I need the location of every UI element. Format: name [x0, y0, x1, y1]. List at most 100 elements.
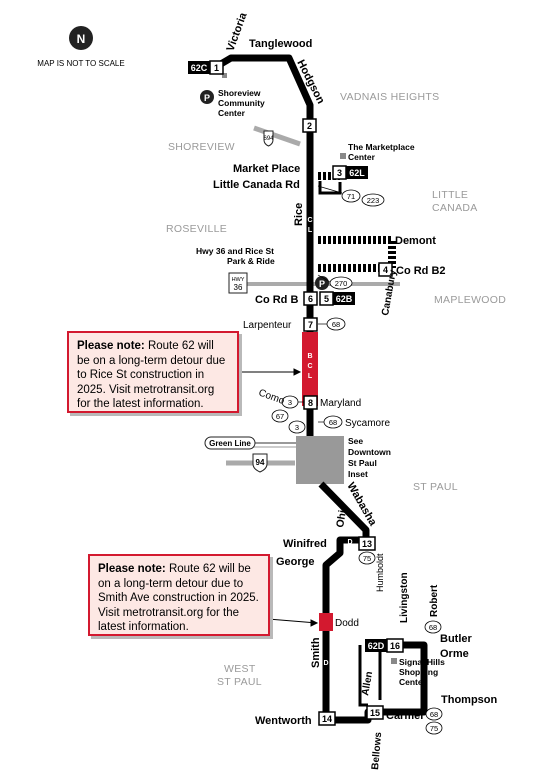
- marketplace-center-marker: [340, 153, 346, 159]
- smith-ave-detour-highlight: [319, 613, 333, 631]
- svg-text:3: 3: [295, 423, 299, 432]
- shoreview-cc-label-2: Community: [218, 98, 265, 108]
- svg-text:3: 3: [288, 398, 292, 407]
- route-oval-68-larpenteur: 68: [326, 317, 346, 331]
- svg-text:14: 14: [322, 714, 332, 724]
- svg-text:62L: 62L: [349, 168, 365, 178]
- svg-text:4: 4: [383, 265, 388, 275]
- street-maryland: Maryland: [320, 398, 361, 409]
- branch-badge-62l: 62L: [346, 166, 368, 179]
- timepoint-2: 2: [302, 118, 317, 133]
- street-carmel: Carmel: [386, 710, 423, 722]
- north-arrow-icon: N: [69, 26, 93, 50]
- svg-text:7: 7: [308, 320, 313, 330]
- highway-694: 694: [253, 125, 301, 147]
- street-rice: Rice: [293, 203, 305, 226]
- branch-b-detour: B: [307, 353, 312, 360]
- street-smith: Smith: [310, 637, 322, 668]
- svg-text:62D: 62D: [368, 641, 385, 651]
- green-line: Green Line: [204, 436, 298, 450]
- rice-st-detour-note: Please note: Route 62 will be on a long-…: [67, 331, 239, 413]
- street-co-rd-b2: Co Rd B2: [396, 265, 446, 277]
- street-wentworth: Wentworth: [255, 715, 312, 727]
- timepoint-3: 3: [332, 165, 347, 180]
- highway-694-label: 694: [263, 136, 274, 142]
- city-roseville: ROSEVILLE: [166, 223, 227, 235]
- svg-text:68: 68: [430, 710, 438, 719]
- branch-c-detour: C: [307, 363, 312, 370]
- svg-text:68: 68: [329, 418, 337, 427]
- street-bellows: Bellows: [370, 731, 384, 770]
- branch-c-on-rice: C: [307, 217, 312, 224]
- svg-text:3: 3: [337, 168, 342, 178]
- shoreview-cc-marker: [222, 73, 227, 78]
- svg-text:P: P: [204, 93, 210, 103]
- signal-hills-label-3: Center: [399, 677, 427, 687]
- street-robert: Robert: [429, 584, 440, 617]
- street-orme: Orme: [440, 648, 469, 660]
- timepoint-7: 7: [303, 317, 318, 332]
- street-dodd: Dodd: [335, 618, 359, 629]
- route-oval-223: 223: [361, 193, 385, 207]
- street-george: George: [276, 556, 315, 568]
- street-co-rd-b: Co Rd B: [255, 294, 298, 306]
- city-west-st-paul-2: ST PAUL: [217, 676, 262, 688]
- svg-text:5: 5: [324, 294, 329, 304]
- svg-text:16: 16: [390, 641, 400, 651]
- branch-l-on-rice: L: [308, 227, 313, 234]
- svg-text:1: 1: [214, 63, 219, 73]
- branch-c-on-hodgson: C: [292, 85, 297, 92]
- route-62-loop-little-canada: [318, 181, 382, 707]
- downtown-inset-label-1: See: [348, 436, 363, 446]
- street-sycamore: Sycamore: [345, 418, 390, 429]
- shoreview-cc-label-1: Shoreview: [218, 88, 261, 98]
- svg-text:8: 8: [308, 398, 313, 408]
- timepoint-4: 4: [378, 262, 393, 277]
- city-little-canada-1: LITTLE: [432, 189, 468, 201]
- map-not-to-scale-notice: MAP IS NOT TO SCALE: [37, 59, 124, 68]
- street-como: Como: [257, 387, 286, 407]
- street-little-canada-rd: Little Canada Rd: [213, 179, 300, 191]
- city-st-paul: ST PAUL: [413, 481, 458, 493]
- svg-text:62C: 62C: [191, 63, 208, 73]
- shoreview-cc-parking-icon: P: [200, 90, 214, 104]
- route-oval-68-carmel: 68: [425, 707, 443, 721]
- signal-hills-label-2: Shopping: [399, 667, 438, 677]
- park-ride-label-1: Hwy 36 and Rice St: [196, 246, 274, 256]
- svg-text:75: 75: [363, 554, 371, 563]
- downtown-inset-label-2: Downtown: [348, 447, 391, 457]
- route-oval-270: 270: [329, 276, 353, 290]
- timepoint-8: 8: [303, 395, 318, 410]
- street-thompson: Thompson: [441, 694, 497, 706]
- branch-badge-62d: 62D: [365, 639, 387, 652]
- branch-badge-62b: 62B: [333, 292, 355, 305]
- street-butler: Butler: [440, 633, 473, 645]
- timepoint-5: 5: [319, 291, 334, 306]
- street-larpenteur: Larpenteur: [243, 320, 292, 331]
- shoreview-cc-label-3: Center: [218, 108, 246, 118]
- svg-text:2: 2: [307, 121, 312, 131]
- svg-text:62B: 62B: [336, 294, 353, 304]
- street-humboldt: Humboldt: [375, 553, 385, 592]
- timepoint-14: 14: [318, 711, 336, 726]
- svg-text:13: 13: [362, 539, 372, 549]
- branch-l-detour: L: [308, 373, 313, 380]
- smith-ave-detour-note: Please note: Route 62 will be on a long-…: [88, 554, 270, 636]
- svg-text:15: 15: [370, 708, 380, 718]
- city-little-canada-2: CANADA: [432, 202, 478, 214]
- downtown-inset-label-4: Inset: [348, 469, 368, 479]
- route-oval-67: 67: [271, 409, 289, 423]
- svg-text:P: P: [319, 279, 325, 289]
- signal-hills-marker: [391, 658, 397, 664]
- park-and-ride-icon: P: [315, 276, 329, 290]
- street-demont: Demont: [395, 235, 436, 247]
- timepoint-13: 13: [358, 536, 376, 551]
- svg-text:270: 270: [335, 279, 348, 288]
- svg-text:75: 75: [430, 724, 438, 733]
- city-maplewood: MAPLEWOOD: [434, 294, 506, 306]
- downtown-inset-area: [296, 436, 344, 484]
- street-tanglewood: Tanglewood: [249, 38, 312, 50]
- rice-st-detour-highlight: [302, 332, 318, 406]
- svg-text:68: 68: [429, 623, 437, 632]
